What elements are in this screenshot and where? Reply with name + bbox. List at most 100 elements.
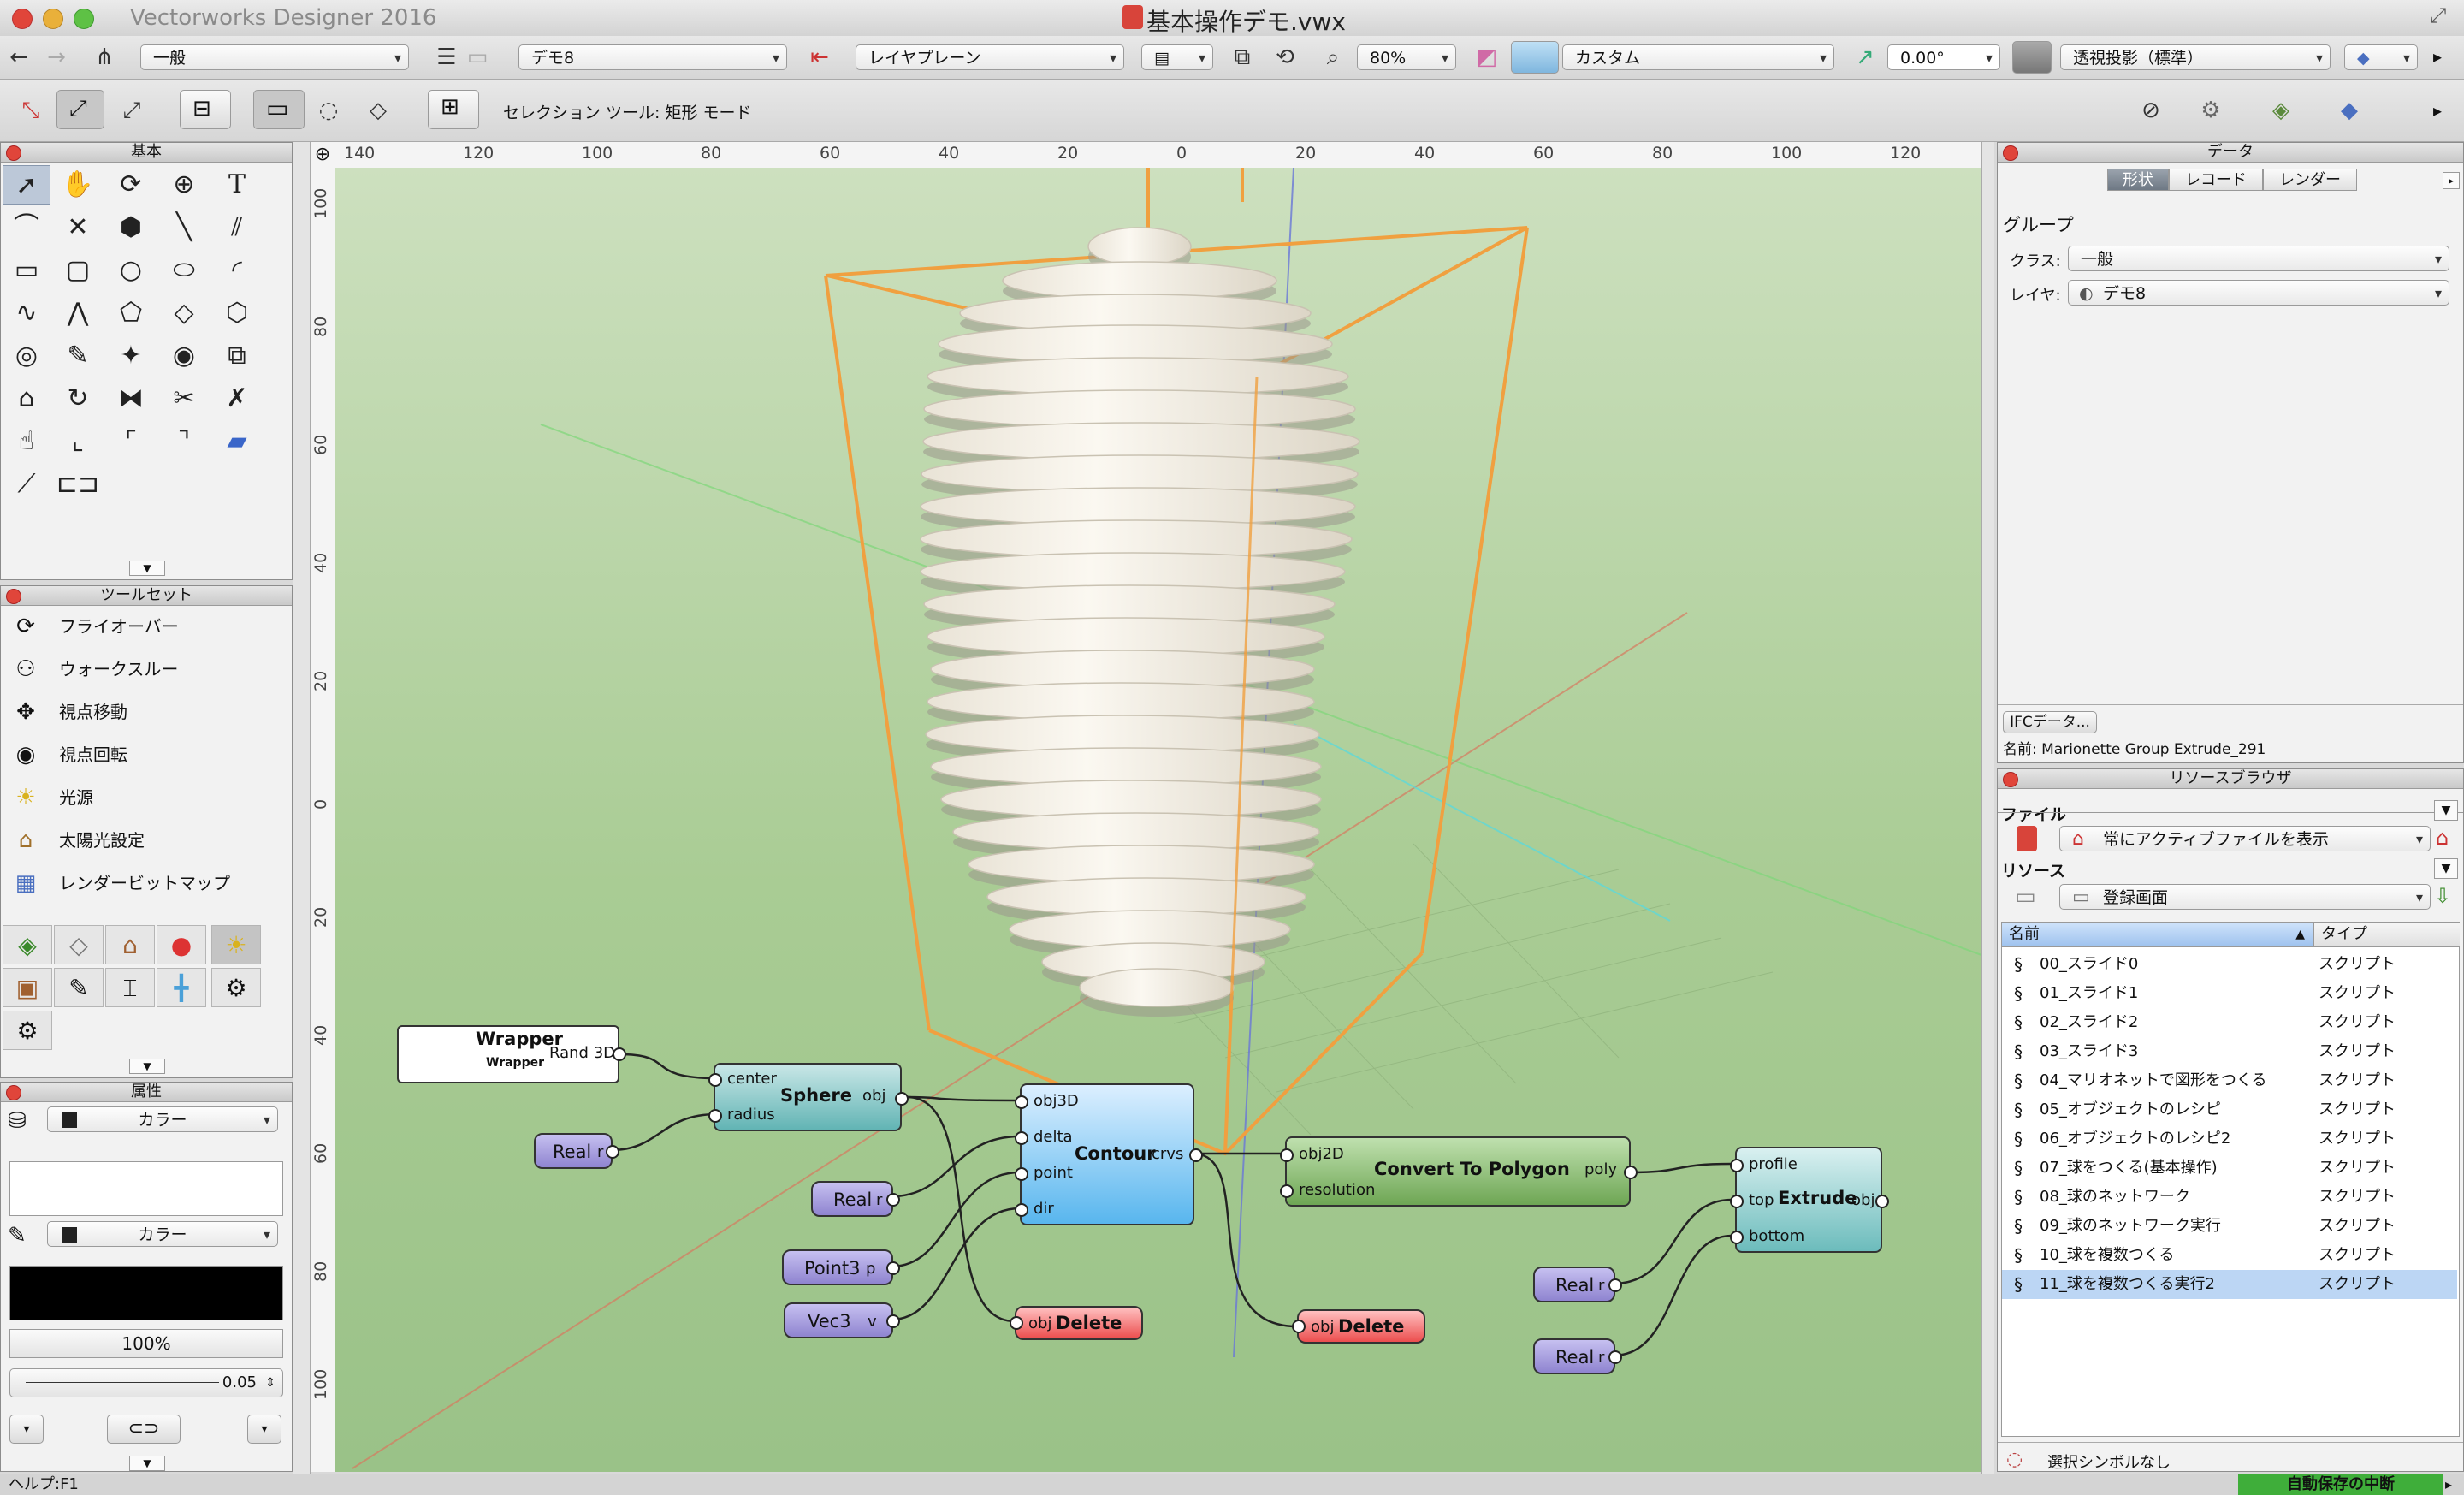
reshape-tool-icon[interactable]: ⌂ [18,383,35,413]
toolset-palette-expand-icon[interactable]: ▼ [129,1059,165,1074]
toolset-pipe-icon[interactable]: ╋ [157,968,206,1007]
overflow-chevron-icon[interactable]: ▸ [2433,46,2443,67]
list-item[interactable]: §10_球を複数つくるスクリプト [2002,1241,2457,1270]
autosave-button[interactable]: 自動保存の中断 [2238,1474,2443,1495]
magic-wand-tool-icon[interactable]: ✦ [120,341,142,371]
locus-tool-icon[interactable]: ✕ [67,212,89,242]
snap-tool-icon[interactable]: ⊘ [2141,98,2160,123]
toolset-dims-icon[interactable]: ◈ [3,925,52,964]
palette-close-button[interactable] [6,145,21,161]
extrude-bottom-port[interactable] [1730,1231,1744,1244]
sheet-select[interactable]: ▤ [1141,44,1213,71]
sphere-output-port[interactable] [895,1092,909,1106]
point3-output-port[interactable] [886,1261,900,1275]
extrude-top-port[interactable] [1730,1195,1744,1208]
toolset-item-rotate-view[interactable]: ◉視点回転 [1,733,290,776]
polyline-tool-icon[interactable]: ⋀ [67,298,89,328]
basic-palette-expand-icon[interactable]: ▼ [129,561,165,576]
connect-tool-icon[interactable]: ✗ [226,383,248,413]
rounded-rect-tool-icon[interactable]: ▢ [65,255,91,285]
spiral-tool-icon[interactable]: ◎ [15,341,38,371]
data-close-button[interactable] [2003,145,2018,161]
ifc-data-button[interactable]: IFCデータ... [2003,711,2097,733]
double-line-tool-icon[interactable]: ⫽ [231,212,243,242]
extrude-node[interactable]: profile top bottom Extrude obj [1730,1147,1889,1253]
toolset-item-sun[interactable]: ⌂太陽光設定 [1,819,290,862]
toolset-building-shell-icon[interactable]: ◇ [54,925,104,964]
forward-arrow-icon[interactable]: → [47,44,66,70]
extrude-profile-port[interactable] [1730,1159,1744,1172]
layer-options-icon[interactable]: ▭ [466,44,489,70]
status-chevron-icon[interactable]: ▸ [2445,1476,2453,1492]
chamfer-tool-icon[interactable]: ⌜ [124,426,138,456]
line-weight-select[interactable]: 0.05⇕ [9,1368,283,1397]
pan-tool-icon[interactable]: ✋ [62,169,94,199]
selection-tool-icon[interactable]: ➚ [3,165,50,205]
tab-shape[interactable]: 形状 [2107,169,2169,191]
wrapper-output-port[interactable] [613,1047,626,1061]
modebar-chevron-icon[interactable]: ▸ [2433,100,2443,121]
home-button-icon[interactable]: ⌂ [2436,826,2449,850]
rectangle-mode-button[interactable]: ▭ [253,90,305,129]
toolset-visualization-icon[interactable]: ● [157,925,206,964]
toolset-close-button[interactable] [6,589,21,604]
toolset-misc-icon[interactable]: ⚙ [3,1011,52,1050]
zoom-icon[interactable]: ⌕ [1326,44,1340,70]
pen-style-select[interactable]: カラー [47,1221,278,1248]
list-item[interactable]: §09_球のネットワーク実行スクリプト [2002,1212,2457,1241]
vec3-output-port[interactable] [886,1314,900,1328]
callout-tool-icon[interactable]: ⌒ [14,212,39,242]
object-layer-select[interactable]: ◐デモ8 [2068,280,2449,306]
opacity-button[interactable]: 100% [9,1329,283,1358]
data-palette-menu-icon[interactable]: ▸ [2443,172,2460,189]
fill-style-select[interactable]: カラー [47,1106,278,1133]
toolset-item-render-bitmap[interactable]: ▦レンダービットマップ [1,862,290,905]
list-item[interactable]: §05_オブジェクトのレシピスクリプト [2002,1095,2457,1124]
back-arrow-icon[interactable]: ← [9,44,28,70]
window-minimize-button[interactable] [43,9,63,29]
column-header-name[interactable]: 名前▲ [2002,923,2313,947]
contour-delta-port[interactable] [1015,1131,1028,1145]
toolset-building-icon[interactable]: ⌂ [105,925,155,964]
file-select[interactable]: ⌂常にアクティブファイルを表示 [2059,826,2431,852]
contour-obj3d-port[interactable] [1015,1095,1028,1109]
offset-tool-icon[interactable]: ☝ [18,426,35,456]
vertical-scrollbar[interactable] [1981,142,1994,1474]
resource-close-button[interactable] [2003,772,2018,787]
list-item[interactable]: §08_球のネットワークスクリプト [2002,1183,2457,1212]
eyedropper-tool-icon[interactable]: ✎ [67,341,89,371]
vec3-node[interactable]: Vec3 v [784,1302,900,1338]
fillet-tool-icon[interactable]: ⌞ [71,426,85,456]
attributes-close-button[interactable] [6,1085,21,1100]
regular-polygon-tool-icon[interactable]: ⬡ [225,298,249,328]
flip-icon[interactable]: ◩ [1476,44,1498,70]
freehand-tool-icon[interactable]: ∿ [15,298,38,328]
3d-locus-tool-icon[interactable]: ⬢ [119,212,143,242]
rotate-tool-icon[interactable]: ↻ [67,383,89,413]
palette-splitter[interactable] [293,142,311,1474]
list-item[interactable]: §07_球をつくる(基本操作)スクリプト [2002,1154,2457,1183]
ctp-resolution-port[interactable] [1280,1184,1294,1198]
toolset-item-flyover[interactable]: ⟳フライオーバー [1,605,290,648]
contour-output-port[interactable] [1189,1148,1203,1162]
delete-node[interactable]: obj Delete [1292,1309,1425,1344]
toolset-item-pan-view[interactable]: ✥視点移動 [1,691,290,733]
rectangle-tool-icon[interactable]: ▭ [14,255,39,285]
polygon-mode-icon[interactable]: ◇ [370,98,387,123]
delete-node[interactable]: obj Delete [1010,1306,1143,1340]
real-node[interactable]: Real r [1533,1267,1622,1302]
layer-select[interactable]: デモ8 [518,44,787,71]
lock-mode-icon[interactable]: ⤡ [21,98,40,123]
link-attributes-icon[interactable]: ⊂⊃ [107,1415,181,1444]
mirror-tool-icon[interactable]: ⧓ [118,383,144,413]
render-mode-select[interactable]: ◆ [2344,44,2418,71]
working-plane-button[interactable] [1511,41,1559,74]
view-select[interactable]: カスタム [1562,44,1834,71]
layer-stack-icon[interactable]: ☰ [436,44,457,70]
refresh-icon[interactable]: ⟲ [1276,44,1294,70]
toolset-machine-icon[interactable]: ⚙ [211,968,261,1007]
toolset-structural-icon[interactable]: ⌶ [105,968,155,1007]
